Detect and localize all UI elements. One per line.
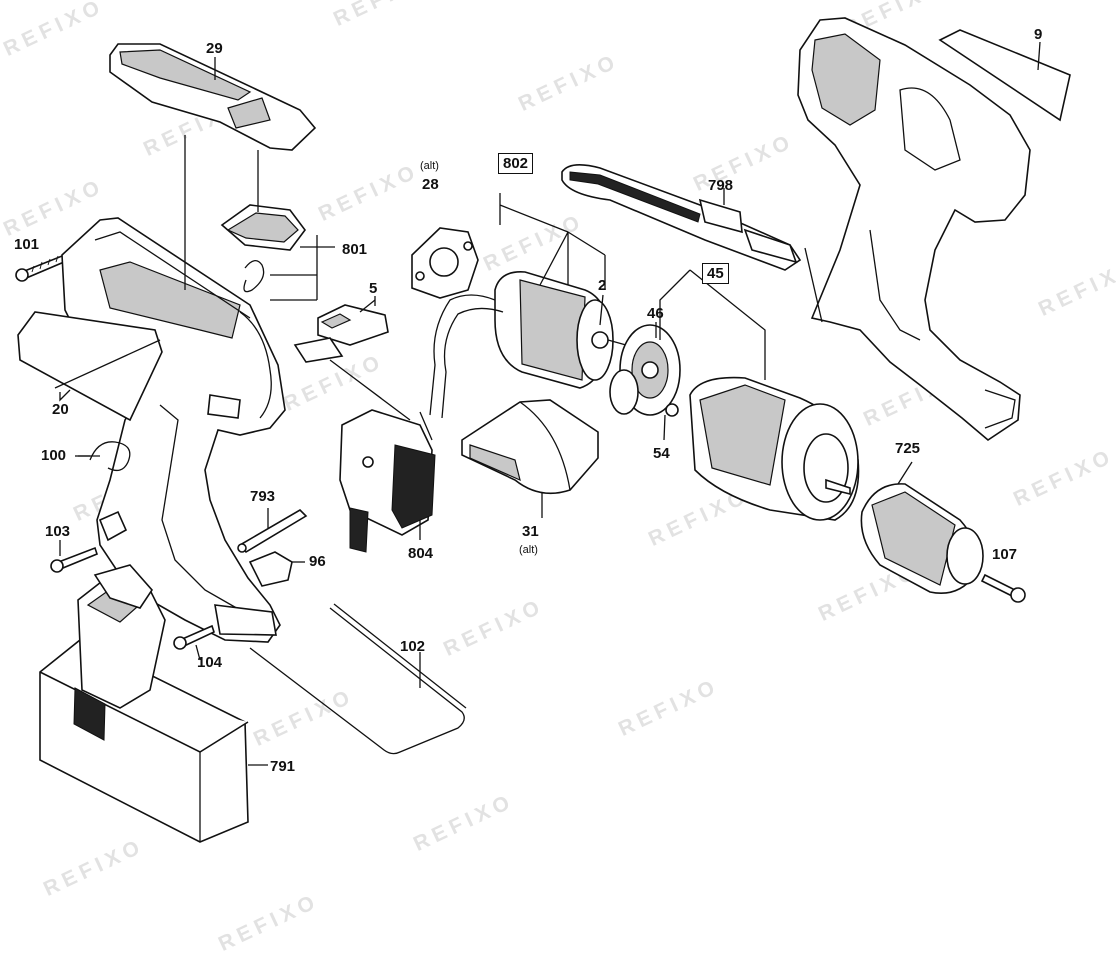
label-791: 791	[270, 758, 296, 775]
part-801-brush-set	[220, 204, 335, 301]
part-28-motor-end-plate	[411, 227, 479, 299]
part-2-leader	[599, 294, 604, 326]
label-31-alt: (alt)	[519, 544, 538, 556]
part-798-strap	[561, 164, 823, 323]
label-31: 31	[522, 523, 539, 540]
part-9-housing-half	[797, 17, 1071, 441]
label-101: 101	[14, 236, 40, 253]
label-725: 725	[895, 440, 921, 457]
part-29-top-cover	[109, 43, 317, 151]
part-725-chuck	[860, 461, 984, 594]
label-45: 45	[702, 263, 729, 284]
label-2: 2	[598, 277, 607, 294]
label-104: 104	[197, 654, 223, 671]
label-102: 102	[400, 638, 426, 655]
part-793-pin	[237, 508, 308, 554]
label-103: 103	[45, 523, 71, 540]
part-103-screw	[50, 546, 98, 573]
part-31-motor-shroud	[461, 399, 599, 518]
label-798: 798	[708, 177, 734, 194]
label-804: 804	[408, 545, 434, 562]
label-54: 54	[653, 445, 670, 462]
label-793: 793	[250, 488, 276, 505]
leader-9	[1037, 41, 1041, 71]
part-left-housing-half	[61, 217, 286, 643]
part-46-gear-ring	[609, 324, 681, 416]
label-28-alt: (alt)	[420, 160, 439, 172]
part-5-switch-lever	[293, 299, 389, 363]
part-102-wire-loop	[249, 603, 467, 755]
label-802: 802	[498, 153, 534, 174]
label-29: 29	[206, 40, 223, 57]
leader-20	[59, 389, 71, 402]
label-96: 96	[309, 553, 326, 570]
part-101-screw	[15, 254, 65, 282]
part-107-screw	[980, 573, 1026, 603]
label-5: 5	[369, 280, 378, 297]
part-791-battery-pack	[39, 564, 268, 843]
label-9: 9	[1034, 26, 1043, 43]
label-46: 46	[647, 305, 664, 322]
part-20-label-plate	[17, 311, 163, 422]
part-802-motor	[429, 193, 627, 419]
label-801: 801	[342, 241, 368, 258]
part-804-switch-unit	[329, 359, 436, 553]
part-96-clip	[248, 551, 305, 587]
part-45-gearbox	[659, 269, 860, 521]
label-28: 28	[422, 176, 439, 193]
label-107: 107	[992, 546, 1018, 563]
part-54-screw	[663, 403, 679, 441]
label-20: 20	[52, 401, 69, 418]
label-100: 100	[41, 447, 67, 464]
part-104-screw	[173, 624, 215, 661]
